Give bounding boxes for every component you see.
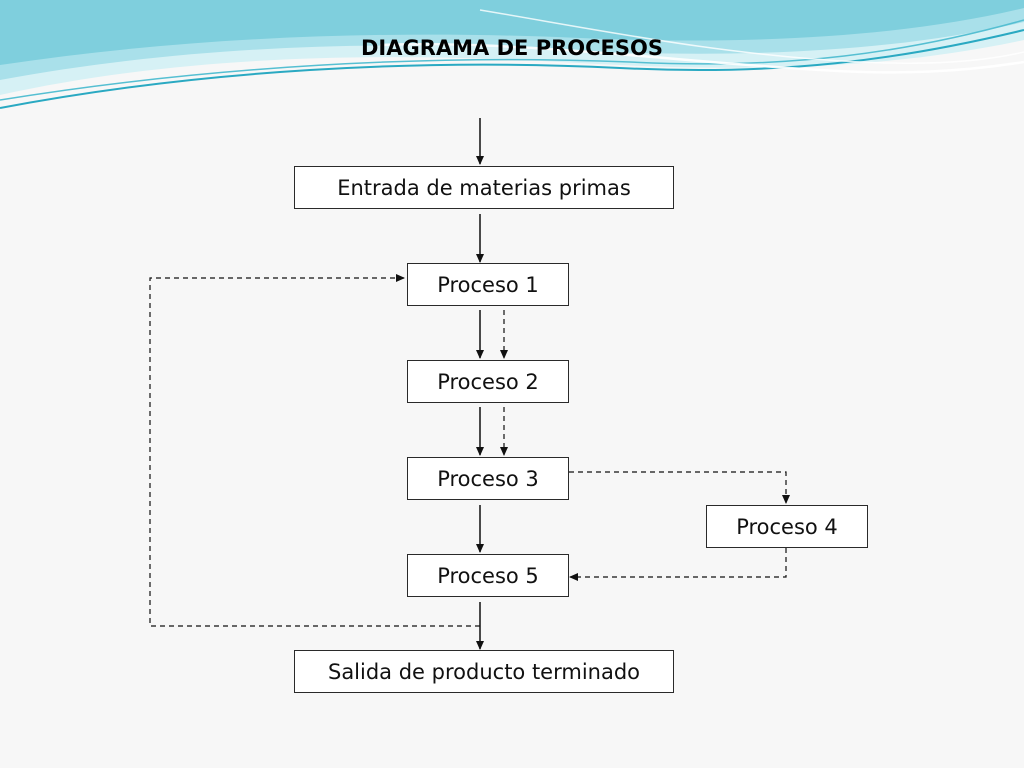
node-proceso-5: Proceso 5 (407, 554, 569, 597)
wave-line-1 (0, 29, 1024, 109)
wave-line-4 (479, 9, 1024, 65)
arrow-proceso3-to-proceso4-dashed (569, 471, 790, 504)
header-wave-decoration (0, 0, 1024, 109)
wave-line-2 (0, 19, 1024, 101)
wave-line-3 (379, 43, 1024, 74)
node-salida: Salida de producto terminado (294, 650, 674, 693)
node-proceso-1: Proceso 1 (407, 263, 569, 306)
node-proceso-2: Proceso 2 (407, 360, 569, 403)
node-entrada: Entrada de materias primas (294, 166, 674, 209)
arrow-salida-feedback-to-proceso1-dashed (149, 274, 480, 627)
wave-band-front (0, 0, 1024, 65)
arrow-proceso4-to-proceso5-dashed (569, 548, 787, 581)
node-proceso-4: Proceso 4 (706, 505, 868, 548)
node-proceso-3: Proceso 3 (407, 457, 569, 500)
diagram-title: DIAGRAMA DE PROCESOS (361, 36, 663, 60)
